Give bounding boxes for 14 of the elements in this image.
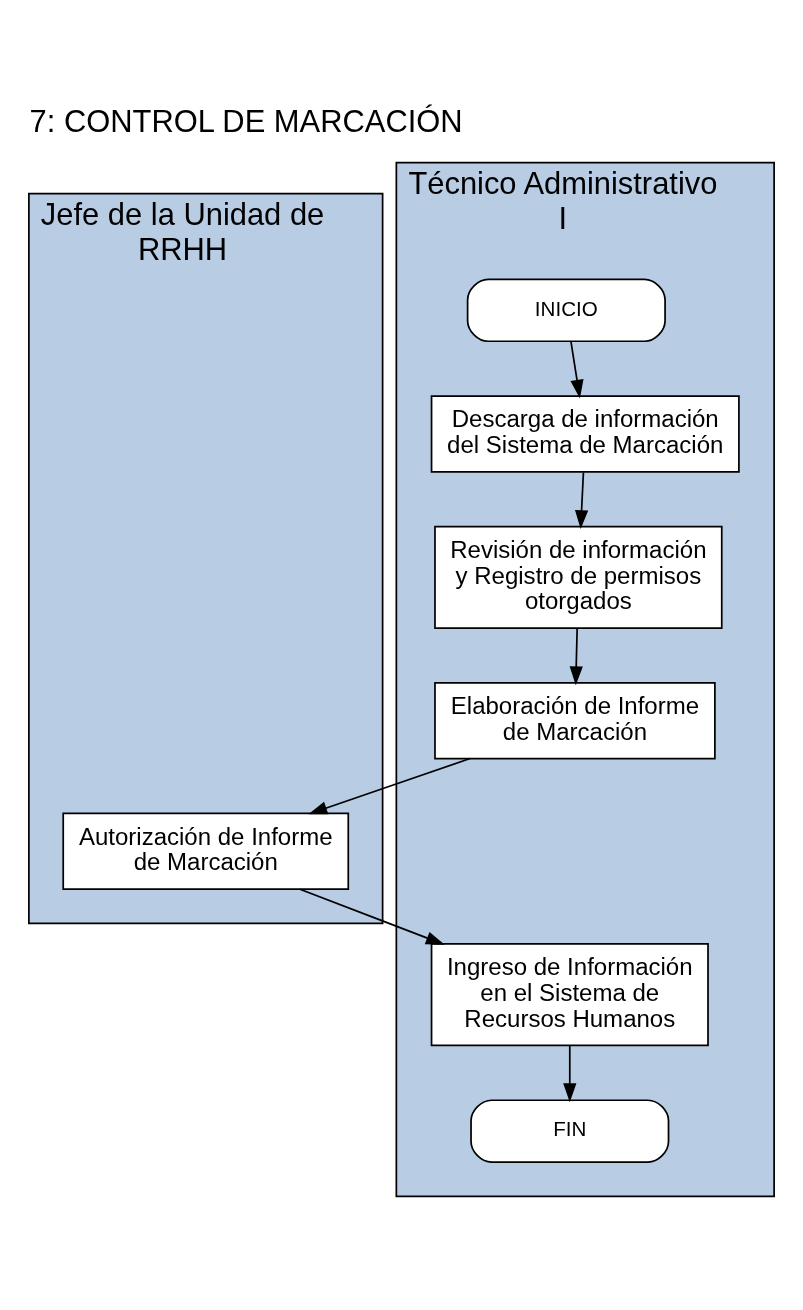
node-box: FIN (470, 1098, 670, 1163)
node-box: Ingreso de Información en el Sistema de Recursos Humanos (430, 942, 709, 1046)
node-box: INICIO (466, 278, 666, 342)
arrow (299, 887, 445, 945)
arrow (308, 757, 471, 814)
arrow (570, 340, 584, 399)
arrow (563, 1044, 577, 1102)
node-box: Elaboración de Informe de Marcación (434, 681, 716, 759)
arrow (569, 626, 583, 685)
node-box: Revisión de información y Registro de permisos otorgados (434, 525, 723, 629)
arrow (574, 471, 589, 529)
node-box: Autorización de Informe de Marcación (62, 812, 350, 890)
diagram-title: 7: CONTROL DE MARCACIÓN (29, 103, 463, 139)
node-box: Descarga de información del Sistema de Marcación (430, 394, 740, 473)
